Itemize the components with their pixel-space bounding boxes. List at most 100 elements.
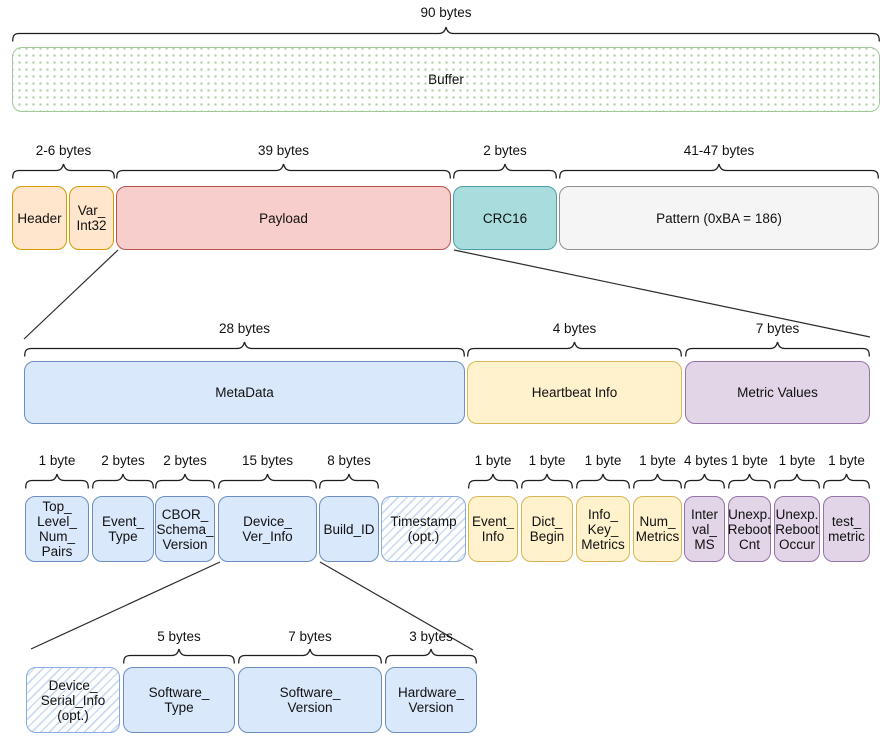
- size-brace: [385, 648, 477, 664]
- event-info-label: Event_ Info: [471, 514, 515, 544]
- payload-expand-right-line: [453, 249, 871, 338]
- software-version-label: Software_ Version: [279, 685, 341, 715]
- size-brace: [468, 473, 518, 489]
- unexp-reboot-occur-label: Unexp. Reboot Occur: [775, 506, 819, 552]
- size-label-nummetrics: 1 byte: [639, 453, 676, 468]
- buffer-box: Buffer: [12, 47, 880, 112]
- size-brace: [25, 473, 89, 489]
- size-brace: [238, 648, 382, 664]
- size-brace: [823, 473, 870, 489]
- size-label-softwaretype: 5 bytes: [157, 629, 201, 644]
- crc16-box: CRC16: [453, 186, 557, 250]
- metadata-box-label: MetaData: [215, 385, 274, 400]
- size-label-header-varint: 2-6 bytes: [35, 143, 92, 158]
- size-brace: [12, 26, 880, 42]
- pattern-box-label: Pattern (0xBA = 186): [656, 210, 782, 226]
- info-key-metrics-label: Info_ Key_ Metrics: [581, 506, 625, 552]
- size-brace: [633, 473, 682, 489]
- interval-ms-box: Inter val_ MS: [684, 496, 725, 562]
- size-label-testmetric: 1 byte: [828, 453, 865, 468]
- size-brace: [559, 163, 879, 179]
- size-label-crc16: 2 bytes: [483, 143, 527, 158]
- size-label-buildid: 8 bytes: [327, 453, 371, 468]
- device-ver-info-label: Device_ Ver_Info: [242, 514, 293, 544]
- size-brace: [453, 163, 557, 179]
- device-serial-info-label: Device_ Serial_Info (opt.): [40, 677, 106, 723]
- size-label-eventinfo: 1 byte: [474, 453, 512, 468]
- size-label-infokeymetrics: 1 byte: [584, 453, 622, 468]
- size-brace: [319, 473, 379, 489]
- varint32-box-label: Var_ Int32: [76, 203, 107, 233]
- size-label-hardwareversion: 3 bytes: [409, 629, 453, 644]
- unexp-reboot-cnt-box: Unexp. Reboot Cnt: [728, 496, 771, 562]
- size-label-unexprebootoccur: 1 byte: [778, 453, 816, 468]
- size-brace: [218, 473, 317, 489]
- num-metrics-label: Num_ Metrics: [635, 514, 680, 544]
- size-brace: [685, 341, 870, 357]
- varint32-box: Var_ Int32: [69, 186, 114, 250]
- timestamp-label: Timestamp (opt.): [390, 514, 457, 544]
- header-box: Header: [12, 186, 67, 250]
- size-label-softwareversion: 7 bytes: [288, 629, 332, 644]
- top-level-num-pairs-box: Top_ Level_ Num_ Pairs: [25, 496, 89, 562]
- header-box-label: Header: [17, 210, 62, 226]
- size-brace: [123, 648, 235, 664]
- size-label-payload: 39 bytes: [257, 143, 310, 158]
- unexp-reboot-occur-box: Unexp. Reboot Occur: [774, 496, 820, 562]
- size-label-cbor: 2 bytes: [163, 453, 207, 468]
- metric-values-box-label: Metric Values: [737, 385, 818, 400]
- dict-begin-box: Dict_ Begin: [521, 496, 573, 562]
- software-type-box: Software_ Type: [123, 667, 235, 733]
- build-id-label: Build_ID: [323, 521, 375, 537]
- metric-values-box: Metric Values: [685, 361, 870, 424]
- size-label-deviceverinfo: 15 bytes: [241, 453, 294, 468]
- size-brace: [92, 473, 154, 489]
- unexp-reboot-cnt-label: Unexp. Reboot Cnt: [727, 506, 772, 552]
- size-brace: [521, 473, 573, 489]
- crc16-box-label: CRC16: [482, 210, 528, 226]
- payload-expand-left-line: [23, 249, 119, 340]
- timestamp-box: Timestamp (opt.): [381, 496, 466, 562]
- devicever-expand-right-line: [319, 561, 474, 651]
- devicever-expand-left-line: [30, 561, 221, 650]
- size-label-metricvalues: 7 bytes: [755, 321, 800, 336]
- software-version-box: Software_ Version: [238, 667, 382, 733]
- test-metric-label: test_ metric: [828, 514, 865, 544]
- info-key-metrics-box: Info_ Key_ Metrics: [576, 496, 630, 562]
- size-label-toplevel: 1 byte: [38, 453, 76, 468]
- payload-box-label: Payload: [259, 210, 308, 226]
- size-brace: [684, 473, 725, 489]
- hardware-version-box: Hardware_ Version: [385, 667, 477, 733]
- build-id-box: Build_ID: [319, 496, 379, 562]
- size-label-eventtype: 2 bytes: [101, 453, 145, 468]
- pattern-box: Pattern (0xBA = 186): [559, 186, 879, 250]
- metadata-box: MetaData: [24, 361, 465, 424]
- size-label-buffer: 90 bytes: [420, 5, 472, 20]
- heartbeat-info-box: Heartbeat Info: [467, 361, 682, 424]
- size-brace: [467, 341, 682, 357]
- event-type-label: Event_ Type: [101, 514, 145, 544]
- size-brace: [116, 163, 451, 179]
- cbor-schema-version-label: CBOR_ Schema_ Version: [156, 506, 214, 552]
- size-label-metadata: 28 bytes: [218, 321, 271, 336]
- device-serial-info-box: Device_ Serial_Info (opt.): [26, 667, 120, 733]
- size-label-pattern: 41-47 bytes: [683, 143, 755, 158]
- software-type-label: Software_ Type: [148, 685, 210, 715]
- buffer-box-label: Buffer: [428, 72, 464, 87]
- size-label-heartbeat: 4 bytes: [552, 321, 597, 336]
- interval-ms-label: Inter val_ MS: [690, 506, 718, 552]
- device-ver-info-box: Device_ Ver_Info: [218, 496, 317, 562]
- size-label-intervalms: 4 bytes: [684, 453, 728, 468]
- test-metric-box: test_ metric: [823, 496, 870, 562]
- event-type-box: Event_ Type: [92, 496, 154, 562]
- size-brace: [728, 473, 771, 489]
- size-brace: [24, 341, 465, 357]
- size-brace: [155, 473, 215, 489]
- dict-begin-label: Dict_ Begin: [529, 514, 565, 544]
- size-label-unexprebootcnt: 1 byte: [731, 453, 768, 468]
- size-brace: [774, 473, 820, 489]
- top-level-num-pairs-label: Top_ Level_ Num_ Pairs: [37, 499, 77, 559]
- payload-box: Payload: [116, 186, 451, 250]
